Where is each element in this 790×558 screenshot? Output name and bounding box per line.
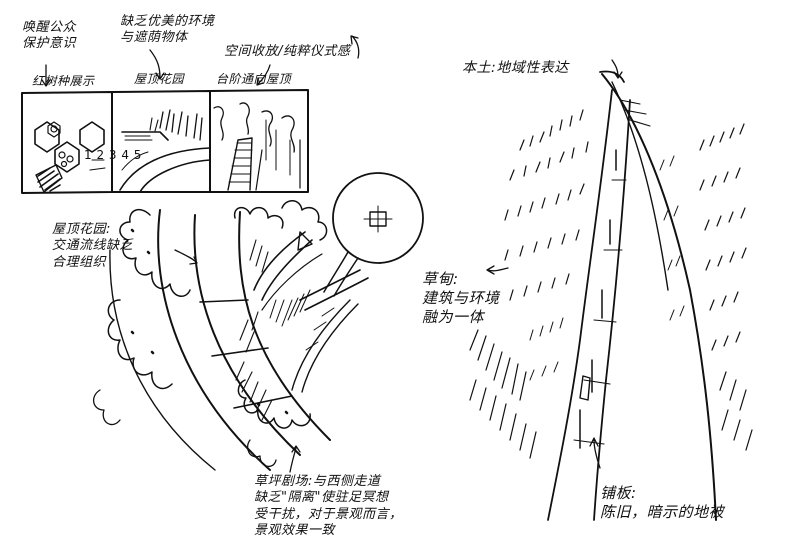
panel-stair-to-roof bbox=[209, 89, 309, 193]
panel-roof-garden bbox=[111, 90, 211, 193]
note-regional-expression: 本土:地域性表达 bbox=[462, 60, 569, 76]
note-line: 合理组织 bbox=[52, 254, 107, 270]
note-line: 草坪剧场:与西侧走道 bbox=[254, 474, 381, 489]
note-roof-traffic: 屋顶花园: 交通流线缺乏 合理组织 bbox=[52, 222, 133, 271]
note-line: 景观效果一致 bbox=[254, 522, 336, 538]
label-stair-to-roof: 台阶通向屋顶 bbox=[216, 72, 292, 86]
perspective-walkway-sketch bbox=[469, 59, 753, 521]
label-red-tree-display: 红树种展示 bbox=[32, 74, 95, 88]
note-line: 缺乏"隔离"使驻足冥想 bbox=[254, 490, 389, 506]
note-line: 保护意识 bbox=[22, 36, 77, 52]
hex-numbers: 1 2 3 4 5 bbox=[84, 148, 142, 162]
note-lack-greenery: 缺乏优美的环境 与遮荫物体 bbox=[120, 14, 215, 47]
note-plank: 铺板: 陈旧，暗示的地被 bbox=[600, 484, 724, 522]
note-line: 唤醒公众 bbox=[22, 20, 77, 35]
note-line: 融为一体 bbox=[422, 307, 485, 326]
panel-red-tree-display bbox=[21, 91, 113, 194]
note-line: 草甸: bbox=[422, 270, 459, 288]
note-space-layout: 空间收放/纯粹仪式感 bbox=[224, 44, 351, 59]
label-roof-garden: 屋顶花园 bbox=[134, 72, 185, 86]
note-line: 缺乏优美的环境 bbox=[120, 14, 215, 29]
note-line: 陈旧，暗示的地被 bbox=[600, 502, 725, 521]
note-grass-slope: 草甸: 建筑与环境 融为一体 bbox=[422, 270, 500, 326]
note-wake-public: 唤醒公众 保护意识 bbox=[22, 20, 76, 53]
plan-view-sketch bbox=[93, 172, 424, 473]
note-line: 交通流线缺乏 bbox=[52, 238, 134, 254]
note-line: 屋顶花园: bbox=[52, 222, 111, 237]
note-line: 受干扰，对于景观而言， bbox=[254, 506, 403, 522]
note-line: 铺板: bbox=[600, 484, 637, 502]
note-line: 建筑与环境 bbox=[422, 288, 500, 307]
note-line: 与遮荫物体 bbox=[120, 30, 188, 46]
note-lawn-plaza: 草坪剧场:与西侧走道 缺乏"隔离"使驻足冥想 受干扰，对于景观而言， 景观效果一… bbox=[254, 474, 403, 539]
